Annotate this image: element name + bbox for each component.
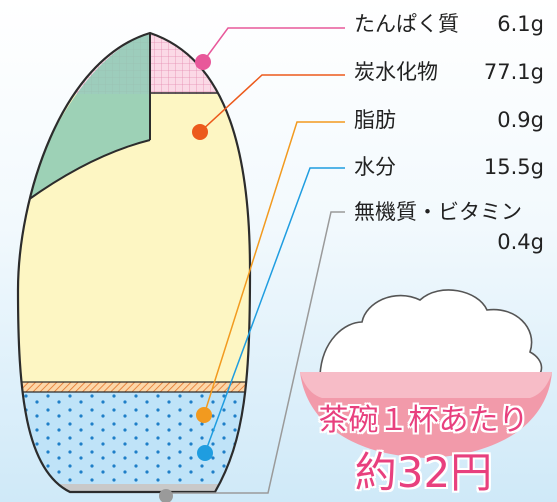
rice-bowl xyxy=(300,289,552,458)
label-protein: たんぱく質 xyxy=(354,12,459,36)
fat-dot xyxy=(196,407,212,423)
caption-per-bowl: 茶碗１杯あたり xyxy=(318,403,529,438)
value-fat: 0.9g xyxy=(497,108,544,132)
carbohydrate-dot xyxy=(192,124,208,140)
caption-price: 約32円 xyxy=(354,448,493,497)
mineral-dot xyxy=(159,489,173,502)
rice-grain xyxy=(18,33,250,492)
value-carbohydrate: 77.1g xyxy=(483,60,544,84)
label-carbohydrate: 炭水化物 xyxy=(354,60,438,84)
water-dot xyxy=(197,445,213,461)
label-minerals-vitamins: 無機質・ビタミン xyxy=(354,200,522,224)
value-water: 15.5g xyxy=(483,155,544,179)
value-minerals-vitamins: 0.4g xyxy=(497,230,544,254)
protein-dot xyxy=(195,54,211,70)
label-fat: 脂肪 xyxy=(354,108,396,132)
value-protein: 6.1g xyxy=(497,12,544,36)
label-water: 水分 xyxy=(354,155,396,179)
